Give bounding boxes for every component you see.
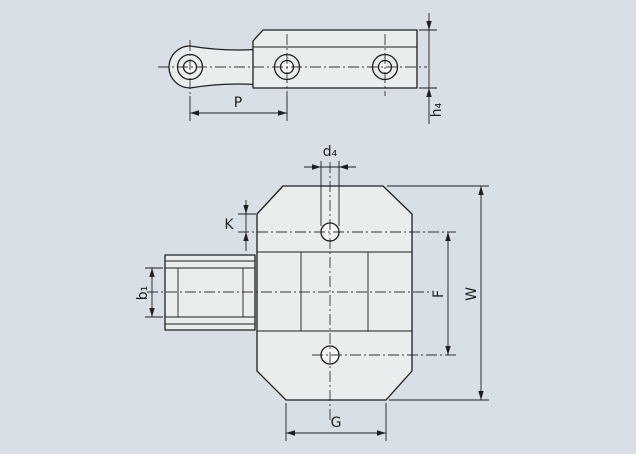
arrowhead (426, 21, 432, 30)
dim-hole-offset: K (224, 200, 256, 251)
arrowhead (445, 346, 451, 355)
dim-hole-diameter: d₄ (304, 144, 356, 226)
side-view: P h₄ (158, 13, 445, 124)
dim-hole-spacing: F (431, 232, 451, 355)
dim-pitch: P (189, 95, 288, 121)
front-view: d₄ K b₁ F (135, 144, 489, 441)
arrowhead (445, 232, 451, 241)
inner-width-label: b₁ (135, 286, 151, 301)
arrowhead (478, 186, 484, 195)
dim-attachment-height: h₄ (419, 13, 445, 124)
arrowhead (278, 110, 287, 116)
chain-link-end (164, 254, 256, 331)
dim-plate-width: W (387, 185, 489, 401)
arrowhead (286, 430, 295, 436)
arrowhead (243, 232, 249, 241)
arrowhead (190, 110, 199, 116)
arrowhead (149, 268, 155, 277)
dim-bottom-width: G (285, 403, 387, 441)
hole-diameter-label: d₄ (323, 144, 338, 160)
dim-inner-width: b₁ (135, 267, 163, 318)
bottom-width-label: G (331, 415, 342, 431)
arrowhead (312, 164, 321, 170)
hole-spacing-label: F (431, 290, 447, 298)
attachment-height-label: h₄ (429, 102, 445, 117)
chain-link-body (164, 254, 256, 331)
arrowhead (243, 205, 249, 214)
arrowhead (478, 391, 484, 400)
arrowhead (426, 88, 432, 97)
arrowhead (149, 308, 155, 317)
arrowhead (377, 430, 386, 436)
attachment-plate-front (256, 185, 413, 401)
arrowhead (339, 164, 348, 170)
plate-width-label: W (464, 287, 480, 301)
pitch-label: P (234, 95, 242, 111)
hole-offset-label: K (224, 217, 234, 233)
